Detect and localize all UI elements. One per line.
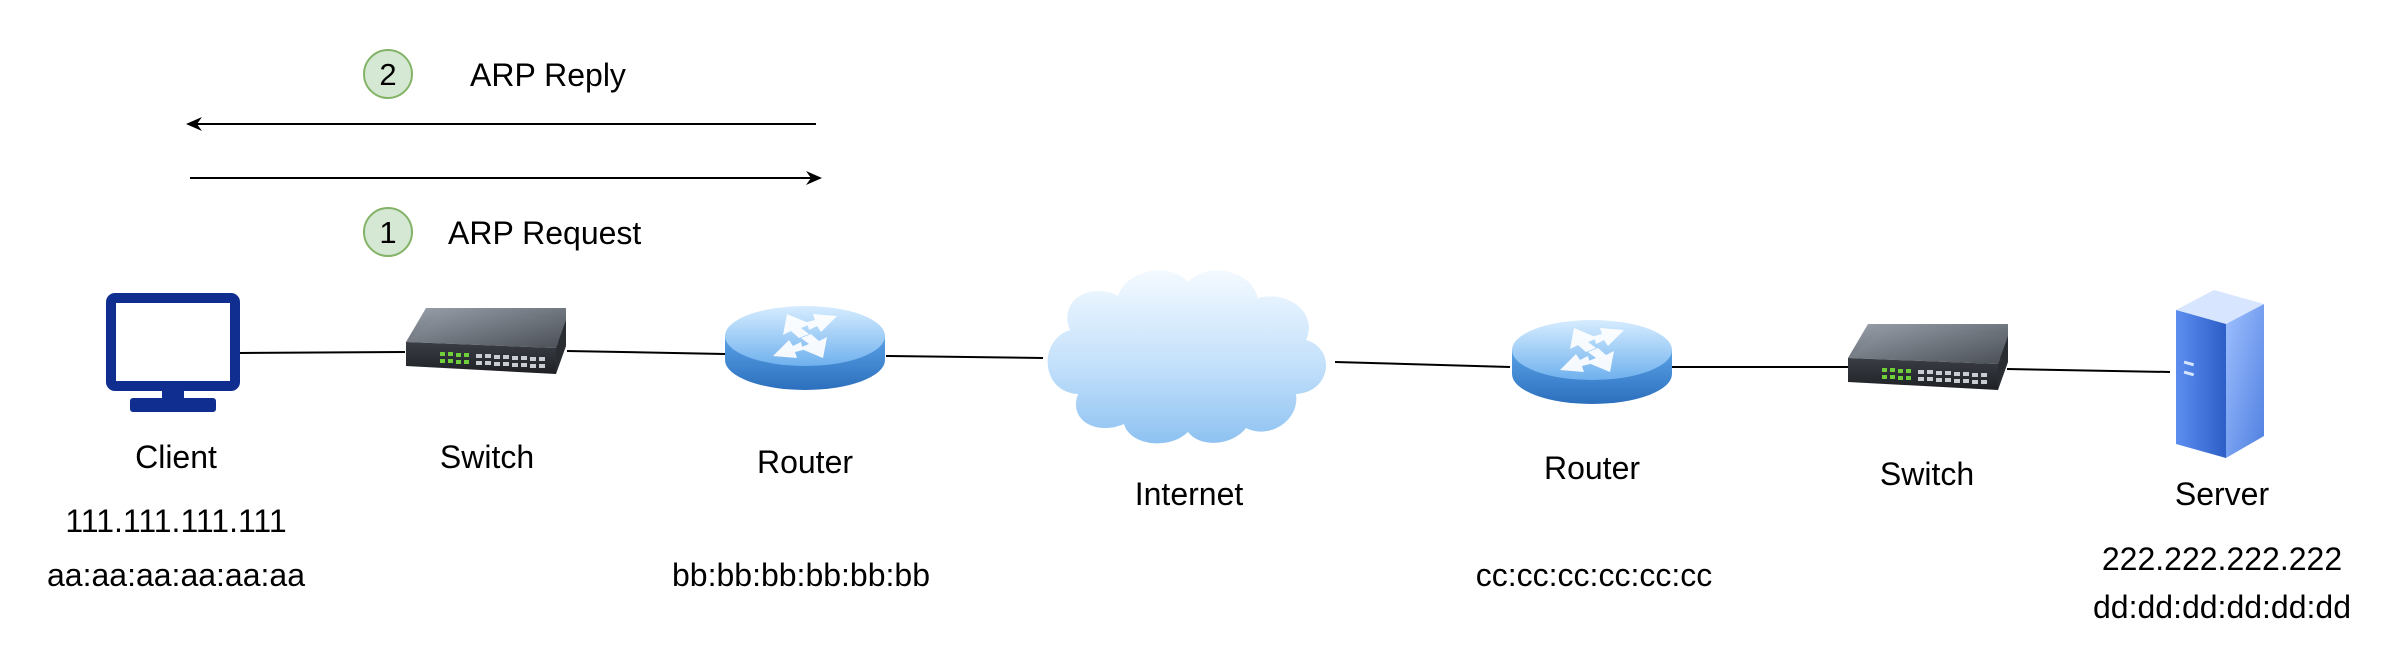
step-badge bbox=[363, 207, 413, 257]
step-number: 2 bbox=[379, 57, 396, 92]
monitor-icon bbox=[106, 293, 240, 412]
cloud-icon bbox=[1047, 270, 1327, 444]
server-node: Server 222.222.222.222 dd:dd:dd:dd:dd:dd bbox=[2093, 290, 2351, 625]
link-router-internet bbox=[885, 355, 1044, 359]
node-label: Internet bbox=[1135, 476, 1244, 512]
link-switch-server bbox=[2006, 368, 2171, 373]
client-node: Client 111.111.111.111 aa:aa:aa:aa:aa:aa bbox=[47, 293, 305, 593]
mac-address: bb:bb:bb:bb:bb:bb bbox=[672, 557, 930, 593]
node-label: Switch bbox=[440, 439, 534, 475]
router-icon bbox=[725, 306, 885, 390]
link-switch-router bbox=[566, 350, 726, 355]
mac-address: cc:cc:cc:cc:cc:cc bbox=[1476, 557, 1712, 593]
node-label: Router bbox=[757, 444, 853, 480]
internet-node: Internet bbox=[1047, 270, 1327, 512]
switch-right-node: Switch bbox=[1848, 324, 2008, 492]
node-label: Server bbox=[2175, 476, 2270, 512]
mac-address: dd:dd:dd:dd:dd:dd bbox=[2093, 589, 2351, 625]
switch-icon bbox=[1848, 324, 2008, 390]
mac-address: aa:aa:aa:aa:aa:aa bbox=[47, 557, 305, 593]
router-icon bbox=[1512, 320, 1672, 404]
connection-lines bbox=[239, 350, 2171, 373]
switch-icon bbox=[406, 308, 566, 374]
node-label: Router bbox=[1544, 450, 1640, 486]
ip-address: 222.222.222.222 bbox=[2102, 541, 2342, 577]
link-client-switch bbox=[239, 351, 406, 354]
arp-request-step: 1 ARP Request bbox=[190, 171, 822, 257]
step-number: 1 bbox=[379, 215, 396, 250]
switch-left-node: Switch bbox=[406, 308, 566, 475]
step-label: ARP Request bbox=[448, 215, 641, 251]
link-internet-router bbox=[1334, 361, 1511, 368]
ip-address: 111.111.111.111 bbox=[65, 503, 286, 539]
node-label: Switch bbox=[1880, 456, 1974, 492]
step-badge bbox=[363, 49, 413, 99]
step-label: ARP Reply bbox=[470, 57, 626, 93]
server-icon bbox=[2176, 290, 2264, 458]
arp-reply-step: 2 ARP Reply bbox=[186, 49, 816, 131]
router-right-node: Router cc:cc:cc:cc:cc:cc bbox=[1476, 320, 1712, 593]
node-label: Client bbox=[135, 439, 217, 475]
router-left-node: Router bb:bb:bb:bb:bb:bb bbox=[672, 306, 930, 593]
